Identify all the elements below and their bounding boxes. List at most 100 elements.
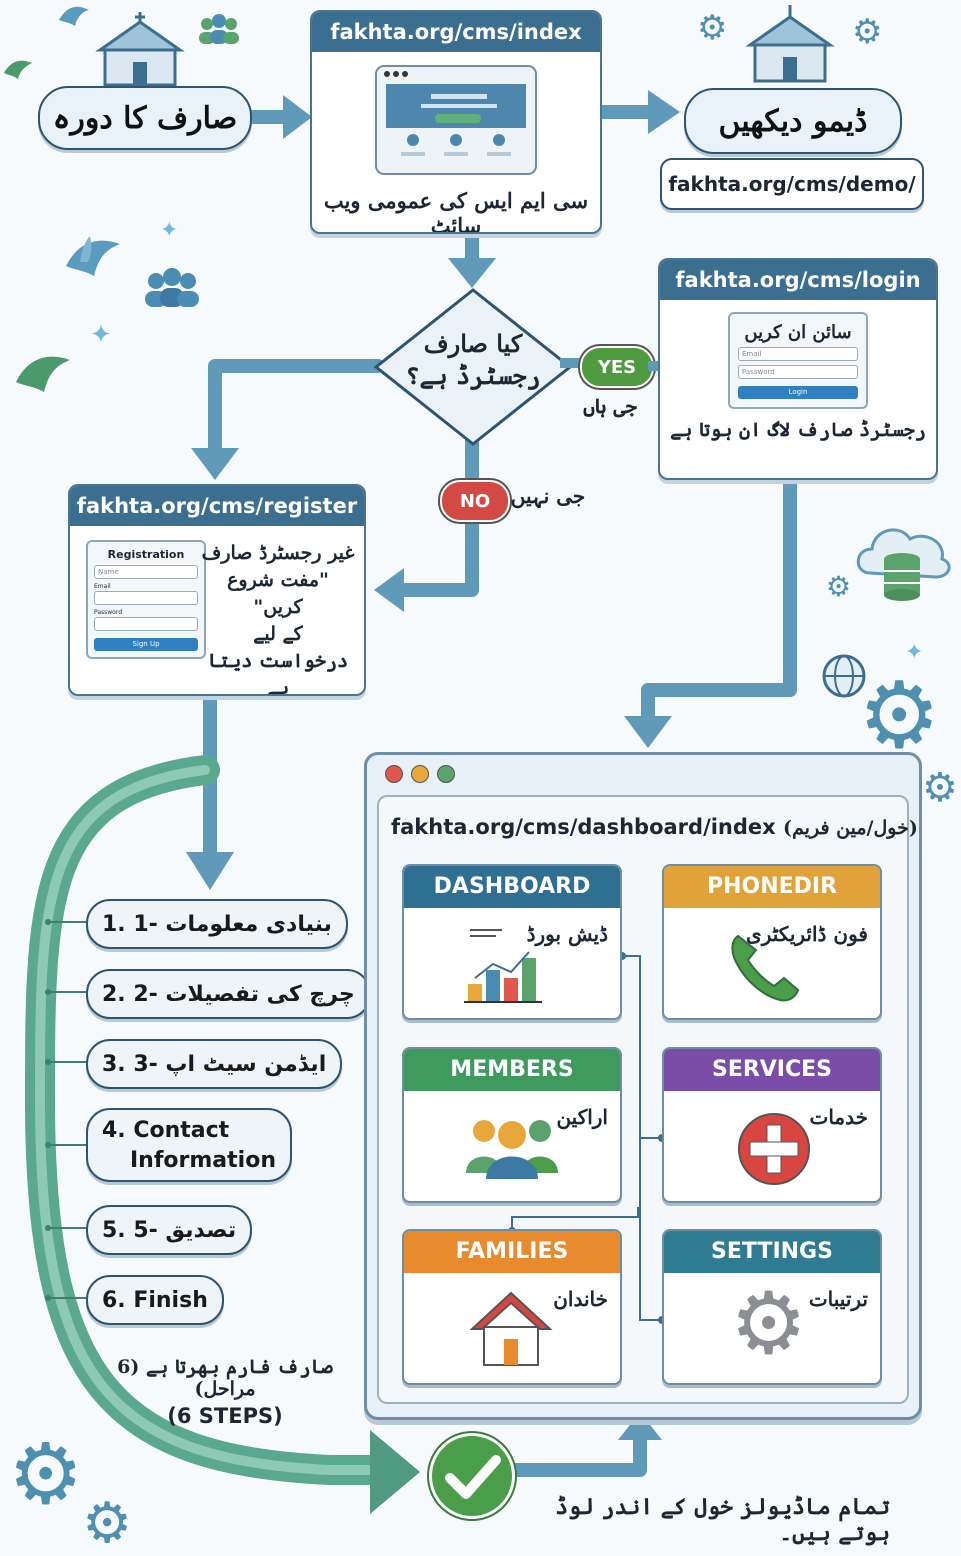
minimize-dot-icon[interactable] — [411, 765, 429, 783]
yes-label: YES — [597, 356, 637, 378]
index-url[interactable]: fakhta.org/cms/index — [312, 12, 600, 52]
decision-line2: رجسٹرڈ ہے؟ — [405, 361, 541, 390]
module-phonedir-title: PHONEDIR — [664, 866, 880, 908]
register-email-label: Email — [94, 583, 111, 590]
module-services[interactable]: SERVICES خدمات — [662, 1047, 882, 1203]
step-5-label: 5. تصدیق -5 — [102, 1217, 237, 1243]
register-caption-line3: کے لیے — [253, 623, 303, 645]
visit-label: صارف کا دورہ — [52, 100, 238, 136]
module-dashboard-urdu: ڈیش بورڈ — [526, 922, 608, 946]
close-dot-icon[interactable] — [385, 765, 403, 783]
no-badge: NO — [440, 480, 510, 522]
module-members-title: MEMBERS — [404, 1049, 620, 1091]
demo-node[interactable]: ڈیمو دیکھیں — [684, 88, 902, 154]
step-2: 2. چرچ کی تفصیلات -2 — [86, 969, 371, 1019]
gear-icon: ⚙ — [697, 8, 728, 48]
register-url[interactable]: fakhta.org/cms/register — [70, 486, 364, 526]
dashboard-url: fakhta.org/cms/dashboard/index — [391, 815, 776, 839]
register-page-card[interactable]: fakhta.org/cms/register Registration Nam… — [68, 484, 366, 696]
login-email-field[interactable]: Email — [738, 347, 858, 361]
module-settings[interactable]: SETTINGS ترتیبات ⚙ — [662, 1229, 882, 1385]
module-families[interactable]: FAMILIES خاندان — [402, 1229, 622, 1385]
index-caption: سی ایم ایس کی عمومی ویب سائٹ — [323, 188, 589, 234]
login-page-card[interactable]: fakhta.org/cms/login سائن ان کریں Email … — [658, 258, 938, 480]
module-services-title: SERVICES — [664, 1049, 880, 1091]
church-icon — [95, 12, 185, 87]
login-form: سائن ان کریں Email Password Login — [728, 312, 868, 409]
dashboard-url-bar[interactable]: fakhta.org/cms/dashboard/index (خول/مین … — [391, 815, 918, 839]
success-check-icon — [427, 1431, 517, 1521]
yes-connector — [560, 358, 590, 368]
sparkle-icon: ✦ — [90, 320, 112, 350]
decision-text: کیا صارف رجسٹرڈ ہے؟ — [372, 328, 574, 392]
decision-line1: کیا صارف — [423, 329, 523, 358]
register-caption-line4: درخواست دیتا ہے — [207, 650, 349, 696]
decision-diamond — [373, 288, 573, 446]
module-settings-title: SETTINGS — [664, 1231, 880, 1273]
plus-icon — [738, 1113, 810, 1185]
register-form: Registration Name Email Password Sign Up — [86, 540, 206, 659]
visit-site-node: صارف کا دورہ — [38, 86, 252, 150]
register-form-title: Registration — [107, 548, 185, 561]
register-name-field[interactable]: Name — [94, 565, 198, 579]
register-email-field[interactable] — [94, 591, 198, 605]
login-button[interactable]: Login — [738, 386, 858, 399]
no-urdu: جی نہیں — [510, 484, 586, 508]
module-members[interactable]: MEMBERS اراکین — [402, 1047, 622, 1203]
step-4-label-line1: 4. Contact — [102, 1118, 230, 1143]
login-form-title: سائن ان کریں — [744, 322, 852, 343]
dashboard-url-suffix: (خول/مین فریم) — [783, 817, 918, 839]
dove-icon — [16, 356, 70, 392]
yes-badge: YES — [580, 346, 654, 388]
module-dashboard[interactable]: DASHBOARD ڈیش بورڈ — [402, 864, 622, 1020]
module-dashboard-title: DASHBOARD — [404, 866, 620, 908]
church-icon — [745, 5, 835, 83]
module-phonedir-urdu: فون ڈائریکٹری — [746, 922, 868, 946]
module-families-title: FAMILIES — [404, 1231, 620, 1273]
step-3-label: 3. ایڈمن سیٹ اپ -3 — [102, 1051, 327, 1077]
step-5: 5. تصدیق -5 — [86, 1205, 253, 1255]
bar-chart-icon — [464, 929, 542, 1003]
dove-icon — [4, 60, 32, 79]
gear-icon: ⚙ — [730, 1274, 808, 1374]
register-password-field[interactable] — [94, 617, 198, 631]
demo-url-link[interactable]: fakhta.org/cms/demo/ — [660, 158, 924, 210]
gear-icon: ⚙ — [852, 12, 883, 52]
sparkle-icon: ✦ — [160, 218, 179, 243]
module-services-urdu: خدمات — [809, 1105, 869, 1129]
steps-caption: صارف فارم بھرتا ہے (6 مراحل) (6 STEPS) — [100, 1356, 350, 1428]
register-signup-button[interactable]: Sign Up — [94, 638, 198, 651]
step-1-label: 1. بنیادی معلومات -1 — [102, 911, 332, 937]
gear-icon: ⚙ — [922, 765, 958, 811]
yes-connector-right — [648, 361, 662, 371]
login-password-field[interactable]: Password — [738, 365, 858, 379]
login-url[interactable]: fakhta.org/cms/login — [660, 260, 936, 300]
sparkle-icon: ✦ — [905, 640, 924, 665]
maximize-dot-icon[interactable] — [437, 765, 455, 783]
globe-icon — [822, 654, 866, 698]
register-caption-line1: غیر رجسٹرڈ صارف — [201, 542, 355, 564]
step-6-label: 6. Finish — [102, 1287, 208, 1313]
step-1: 1. بنیادی معلومات -1 — [86, 899, 348, 949]
footer-caption: تمام ماڈیولز خول کے اندر لوڈ ہوتے ہیں۔ — [555, 1494, 890, 1546]
module-phonedir[interactable]: PHONEDIR فون ڈائریکٹری — [662, 864, 882, 1020]
step-6: 6. Finish — [86, 1275, 224, 1325]
login-caption: رجسٹرڈ صارف لاگ ان ہوتا ہے — [670, 419, 926, 441]
step-4-label-line2: Information — [130, 1148, 276, 1173]
dove-icon — [59, 6, 89, 27]
no-label: NO — [459, 490, 491, 512]
dove-icon — [66, 236, 120, 276]
steps-caption-line1: صارف فارم بھرتا ہے (6 مراحل) — [117, 1356, 333, 1400]
house-icon — [469, 1291, 553, 1366]
register-password-label: Password — [94, 609, 123, 616]
register-caption-line2: "مفت شروع کریں" — [227, 569, 329, 618]
step-2-label: 2. چرچ کی تفصیلات -2 — [102, 981, 355, 1007]
people-icon — [466, 1120, 558, 1179]
module-families-urdu: خاندان — [553, 1287, 608, 1311]
demo-label: ڈیمو دیکھیں — [718, 103, 868, 139]
website-illustration-icon — [375, 65, 537, 175]
people-group-icon — [199, 14, 239, 44]
gear-icon: ⚙ — [82, 1491, 133, 1556]
index-page-card[interactable]: fakhta.org/cms/index سی ایم ایس کی عمومی… — [310, 10, 602, 234]
module-settings-urdu: ترتیبات — [808, 1287, 868, 1311]
